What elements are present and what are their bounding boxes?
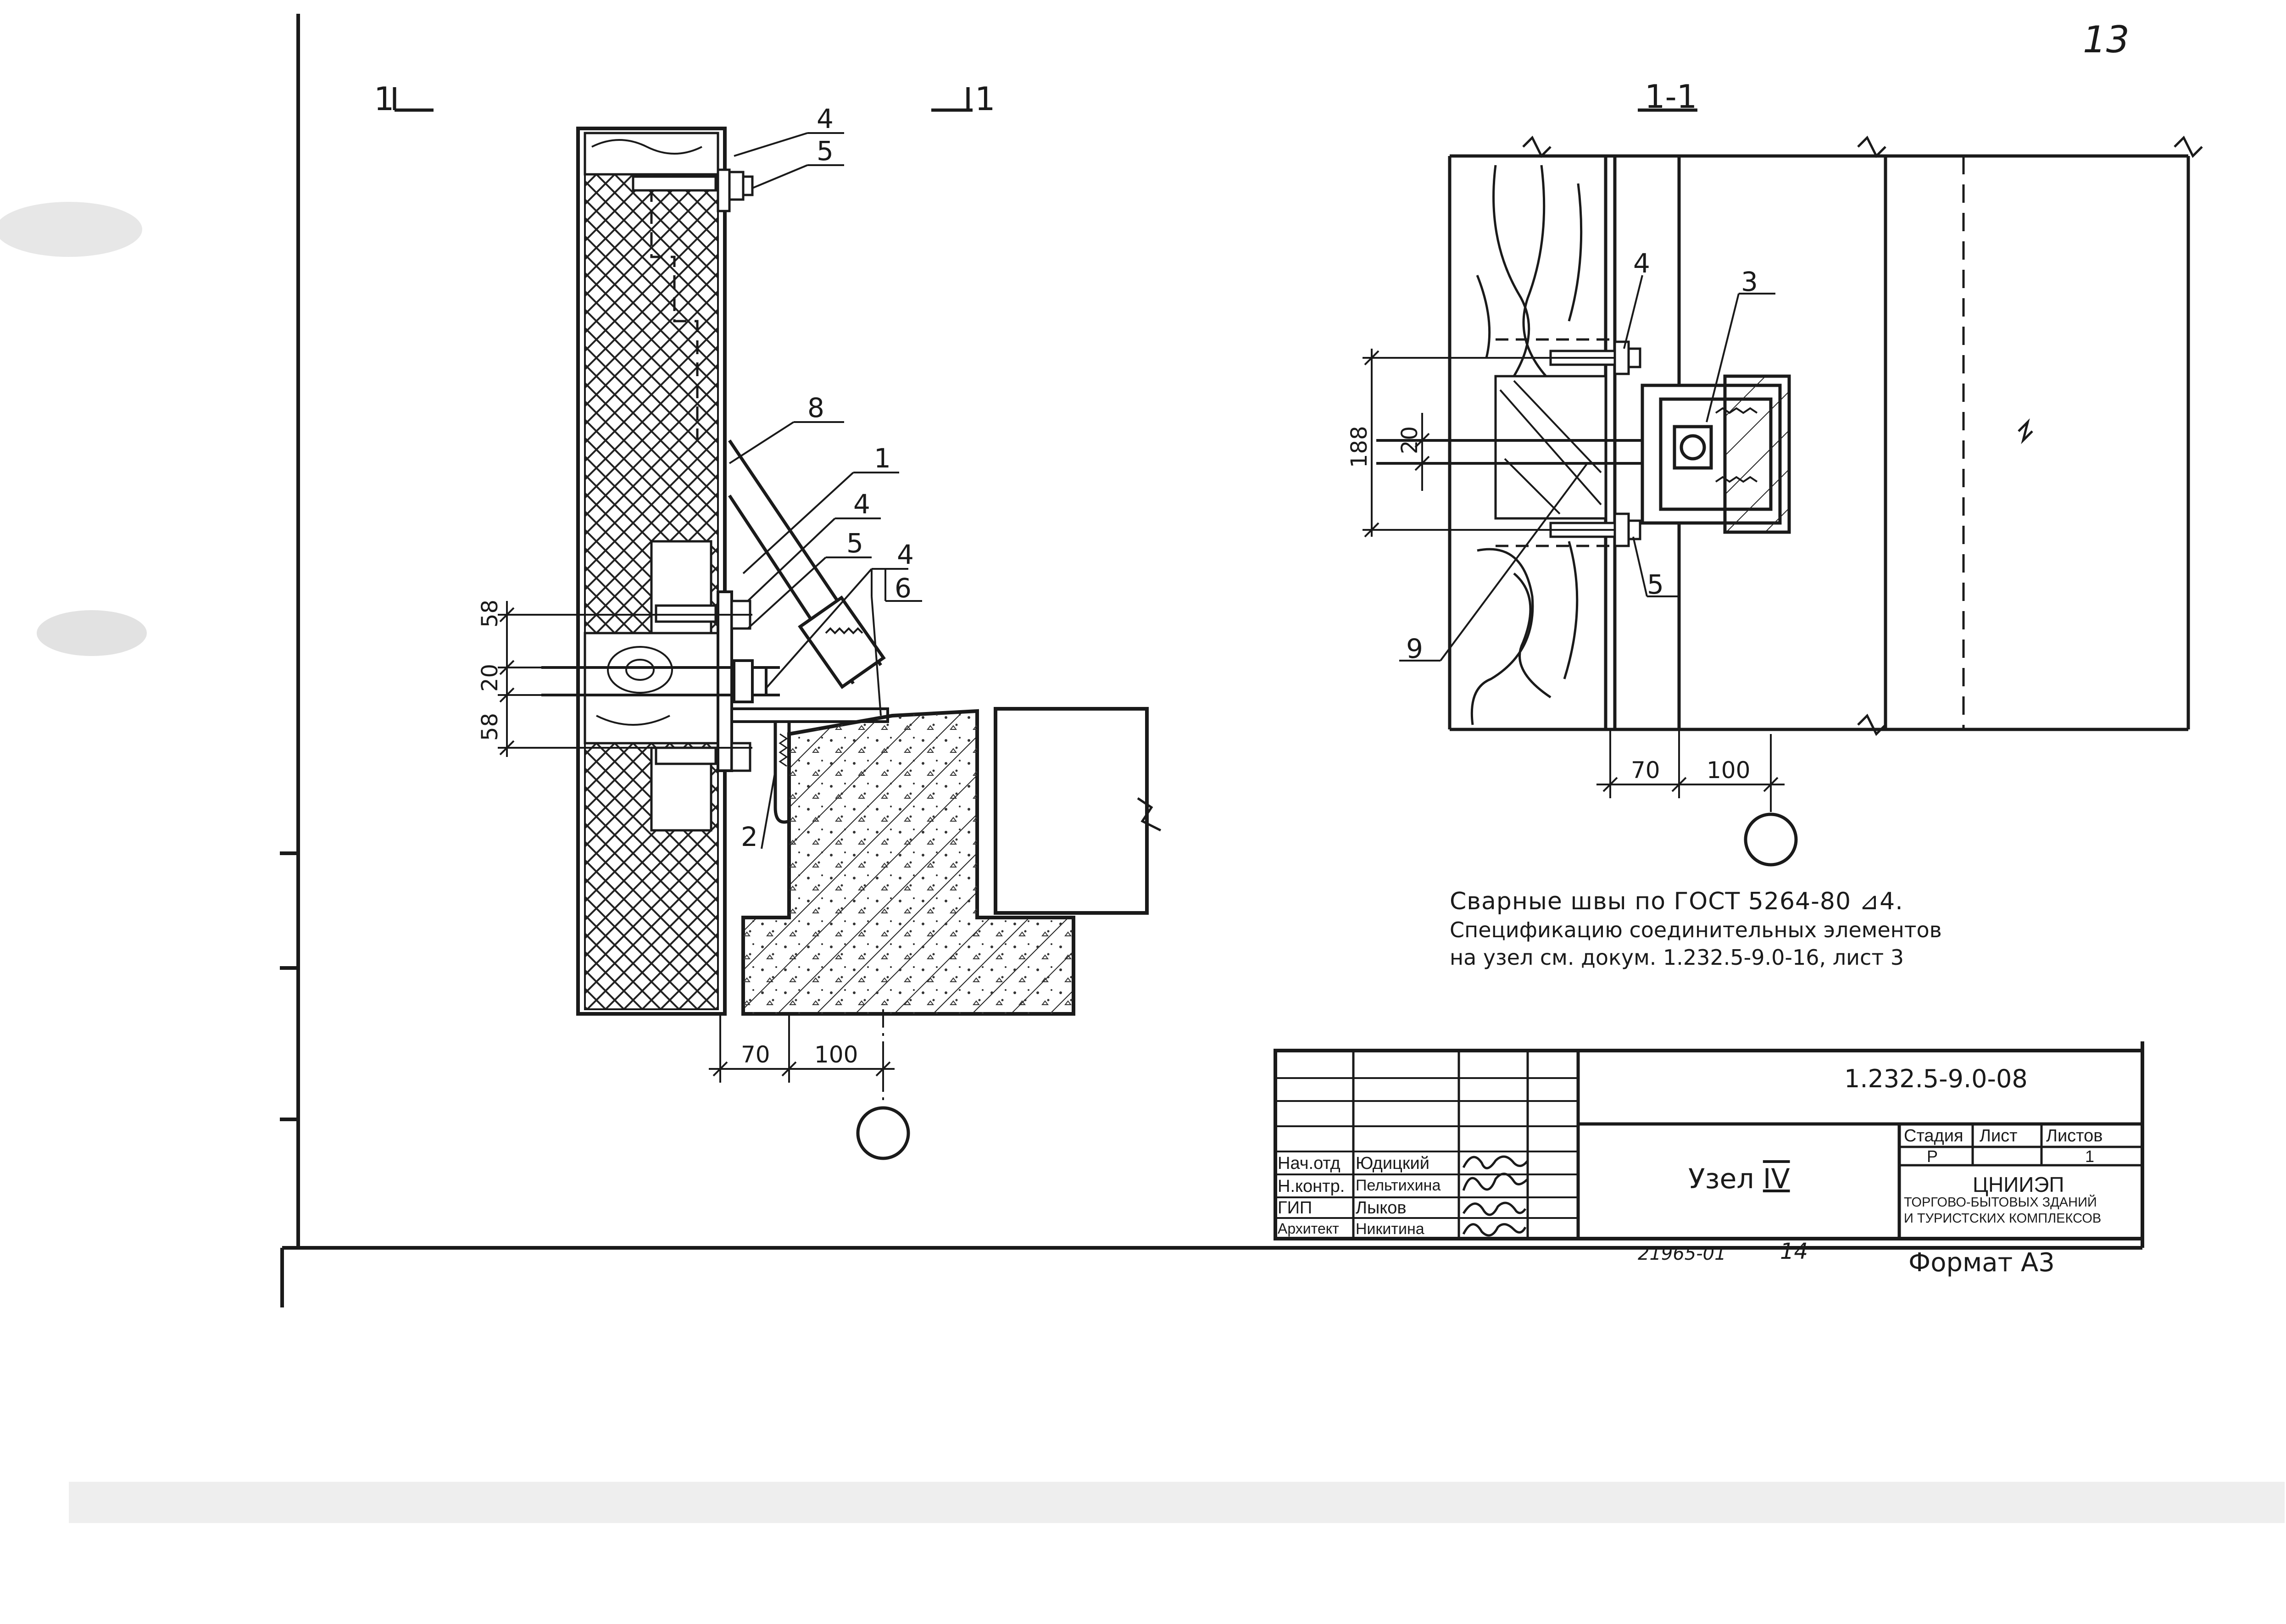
sheets-value: 1 <box>2085 1147 2095 1166</box>
dims-vertical-left <box>498 601 752 757</box>
callout-left-8: 8 <box>807 392 824 423</box>
name-nikitina: Никитина <box>1356 1220 1424 1238</box>
note-spec: Спецификацию соединительных элементов <box>1450 918 1942 942</box>
section-label-left-a: 1 <box>374 80 395 118</box>
sheet-header: Лист <box>1980 1126 2018 1146</box>
sheet-frame <box>280 14 2144 1307</box>
org-line2: и туристских комплексов <box>1904 1211 2102 1226</box>
archive-number: 21965-01 <box>1638 1243 1726 1264</box>
dims-horizontal-left <box>709 1014 895 1083</box>
wood-grain-lower <box>1470 541 1579 725</box>
section-label-right: 1-1 <box>1645 78 1697 116</box>
grid-axis-bubble-left <box>856 1106 910 1160</box>
steel-plate-vertical <box>717 168 731 212</box>
section-arrow-left-b <box>931 87 973 112</box>
doc-code: 1.232.5-9.0-08 <box>1844 1064 2028 1093</box>
callout-right-4: 4 <box>1633 248 1650 279</box>
adjacent-beam <box>994 707 1149 915</box>
callout-right-3: 3 <box>1741 266 1758 297</box>
signatures <box>1462 1155 1529 1237</box>
dim-right-188: 188 <box>1346 426 1372 468</box>
callout-leaders-left <box>729 132 922 849</box>
through-bolt <box>541 659 780 703</box>
callout-left-4-mid: 4 <box>853 489 870 520</box>
left-section-view <box>393 87 1162 1160</box>
callout-left-1: 1 <box>874 443 891 474</box>
name-yuditsky: Юдицкий <box>1356 1154 1429 1173</box>
dim-left-70: 70 <box>741 1041 770 1068</box>
section-label-left-b: 1 <box>975 80 996 118</box>
callout-right-9: 9 <box>1406 633 1423 664</box>
name-lykov: Лыков <box>1356 1198 1407 1218</box>
drawing-title: Узел IV <box>1688 1163 1790 1195</box>
callout-left-5-top: 5 <box>817 135 834 167</box>
dim-right-100: 100 <box>1707 757 1751 784</box>
note-ref: на узел см. докум. 1.232.5-9.0-16, лист … <box>1450 945 1904 970</box>
role-n-kontr: Н.контр. <box>1278 1177 1345 1196</box>
sheet-number: 13 <box>2083 18 2130 61</box>
role-nach-otd: Нач.отд <box>1278 1154 1340 1173</box>
grid-axis-bubble-right <box>1744 812 1798 867</box>
stage-value: Р <box>1927 1147 1938 1166</box>
section-arrow-left-a <box>393 87 434 112</box>
wall-panel-outline <box>576 127 727 1016</box>
wood-grain-upper <box>1476 165 1583 377</box>
callout-left-2: 2 <box>741 821 758 852</box>
callout-left-6: 6 <box>895 573 912 604</box>
scan-noise <box>0 202 2285 1523</box>
format-label: Формат А3 <box>1908 1248 2055 1278</box>
callout-left-4-low: 4 <box>897 539 914 570</box>
drawing-title-roman: IV <box>1763 1163 1790 1195</box>
diagonal-brace <box>728 439 886 689</box>
archive-sheet: 14 <box>1780 1239 1808 1264</box>
dim-left-58-bottom: 58 <box>477 712 503 741</box>
top-bolt <box>632 171 754 201</box>
callout-leaders-right <box>1399 275 1775 662</box>
role-gip: ГИП <box>1278 1198 1313 1218</box>
dim-left-58-top: 58 <box>477 599 503 628</box>
callout-left-4-top: 4 <box>817 103 834 134</box>
dims-horizontal-right <box>1596 729 1785 798</box>
sheets-header: Листов <box>2046 1126 2103 1146</box>
dims-vertical-right <box>1363 349 1615 538</box>
name-peltikhina: Пельтихина <box>1356 1177 1441 1194</box>
dim-right-20: 20 <box>1397 426 1423 454</box>
steel-channel <box>1641 374 1791 534</box>
note-weld: Сварные швы по ГОСТ 5264-80 ⊿4. <box>1450 888 1903 915</box>
dim-left-20: 20 <box>477 663 503 692</box>
callout-right-5: 5 <box>1647 569 1664 600</box>
drawing-title-prefix: Узел <box>1688 1163 1754 1195</box>
middle-timber <box>584 632 719 745</box>
right-section-view <box>1363 108 2203 867</box>
dim-left-100: 100 <box>814 1041 858 1068</box>
org-name: ЦНИИЭП <box>1973 1173 2064 1196</box>
org-line1: торгово-бытовых зданий <box>1904 1195 2097 1210</box>
callout-left-5-mid: 5 <box>846 528 863 559</box>
stage-header: Стадия <box>1904 1126 1963 1146</box>
title-block-grid <box>1274 1049 2144 1240</box>
role-architect: Архитект <box>1278 1220 1339 1237</box>
top-timber <box>584 132 719 176</box>
dim-right-70: 70 <box>1631 757 1660 784</box>
